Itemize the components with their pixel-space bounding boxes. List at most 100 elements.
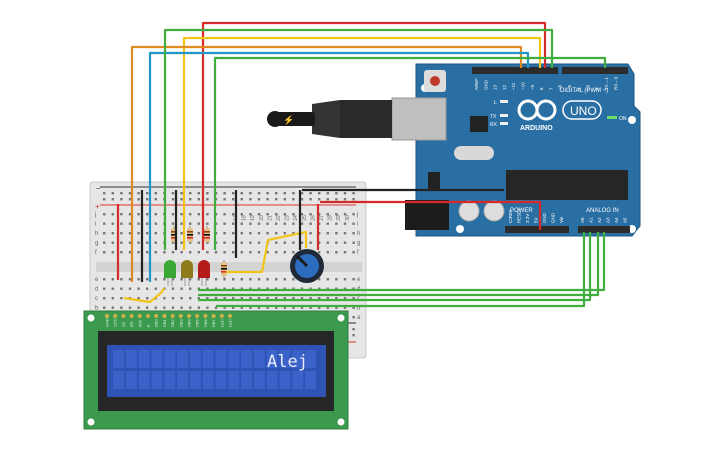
lcd-cell	[241, 350, 252, 368]
bb-hole	[223, 287, 226, 290]
bb-hole	[257, 306, 261, 309]
bb-hole	[275, 241, 278, 244]
power-on-led	[607, 116, 617, 119]
led-tx-indicator	[500, 114, 508, 117]
bb-row-letter: d	[95, 287, 98, 293]
bb-hole	[120, 278, 123, 281]
bb-hole	[197, 241, 200, 244]
rail-hole	[275, 192, 278, 195]
bb-row-letter: b	[95, 306, 99, 312]
potentiometer[interactable]	[290, 249, 324, 283]
bb-hole	[137, 241, 140, 244]
bb-hole	[283, 222, 286, 225]
bb-hole	[120, 306, 123, 309]
bb-row-letter: i	[357, 222, 358, 228]
bb-hole	[283, 232, 286, 235]
bb-hole	[197, 287, 200, 290]
bb-hole	[249, 232, 252, 235]
bb-row-letter: h	[357, 231, 360, 237]
lcd-cell	[125, 350, 137, 368]
bb-hole	[240, 251, 243, 254]
bb-hole	[128, 306, 132, 309]
tx-label: TX	[490, 114, 497, 120]
bb-hole	[146, 241, 149, 244]
bb-hole	[335, 251, 338, 254]
bb-hole	[292, 241, 295, 244]
wire-yellow-pot	[226, 230, 308, 274]
lcd-cell	[215, 371, 227, 389]
lcd-pin	[228, 314, 232, 318]
bb-hole	[180, 278, 183, 281]
lcd-cell	[164, 350, 176, 368]
rail-hole	[223, 192, 226, 195]
bb-hole	[343, 232, 347, 235]
bb-column-number: 25	[302, 215, 308, 221]
bb-hole	[206, 251, 209, 254]
wire-red-pin9	[201, 21, 547, 250]
bb-hole	[309, 213, 312, 216]
wire-green-a2	[198, 232, 606, 292]
reset-button-cap[interactable]	[430, 76, 440, 86]
resistors	[171, 226, 227, 278]
rail-hole	[335, 198, 338, 201]
bb-hole	[318, 213, 321, 216]
rail-hole	[232, 192, 235, 195]
rail-hole	[326, 198, 329, 201]
bb-hole	[146, 251, 149, 254]
bb-row-letter: e	[95, 277, 99, 283]
bb-hole	[128, 213, 132, 216]
bb-hole	[163, 278, 166, 281]
bb-hole	[137, 287, 140, 290]
bb-hole	[232, 251, 235, 254]
rx-label: RX	[490, 122, 498, 128]
digital-section-label: DIGITAL (PWM ~)	[560, 88, 608, 94]
arduino-pin-label: 3.3V	[525, 214, 530, 223]
rail-hole	[171, 198, 175, 201]
bb-hole	[180, 232, 183, 235]
bb-hole	[300, 306, 304, 309]
bb-row-letter: j	[356, 212, 358, 218]
bb-hole	[146, 232, 149, 235]
lcd-pin	[178, 314, 183, 318]
bb-hole	[206, 278, 209, 281]
rail-hole	[249, 192, 252, 195]
lcd-cell	[113, 350, 124, 368]
bb-hole	[154, 213, 157, 216]
lcd-mount-hole	[337, 314, 345, 322]
bb-hole	[249, 297, 252, 300]
bb-hole	[146, 213, 149, 216]
lcd-cell	[292, 371, 304, 389]
bb-hole	[103, 278, 106, 281]
rail-hole	[343, 198, 347, 201]
bb-row-letter: h	[95, 231, 98, 237]
bb-hole	[223, 241, 226, 244]
bb-hole	[352, 232, 355, 235]
bb-hole	[103, 297, 106, 300]
lcd-display-text: Alej	[267, 352, 308, 372]
bb-hole	[326, 297, 329, 300]
bb-hole	[326, 213, 329, 216]
rail-hole	[154, 198, 157, 201]
bb-hole	[232, 287, 235, 290]
bb-hole	[232, 232, 235, 235]
bb-hole	[128, 287, 132, 290]
bb-hole	[343, 306, 347, 309]
resistor-band	[221, 268, 227, 270]
lcd-cell	[279, 350, 291, 368]
bb-hole	[352, 297, 355, 300]
wire-yellow-pin10	[182, 36, 542, 250]
lcd-pin-label: VCC	[113, 318, 118, 327]
lcd-pin-label: LED	[219, 319, 224, 327]
bb-hole	[257, 232, 261, 235]
bb-hole	[197, 306, 200, 309]
bb-hole	[137, 278, 140, 281]
bb-hole	[249, 213, 252, 216]
wire-blue-pin11	[148, 51, 530, 282]
arduino-pin-label: A5	[623, 217, 628, 223]
bb-hole	[223, 306, 226, 309]
bb-row-letter: f	[357, 250, 359, 256]
bb-column-number: 24	[293, 215, 299, 221]
rail-hole	[318, 192, 321, 195]
